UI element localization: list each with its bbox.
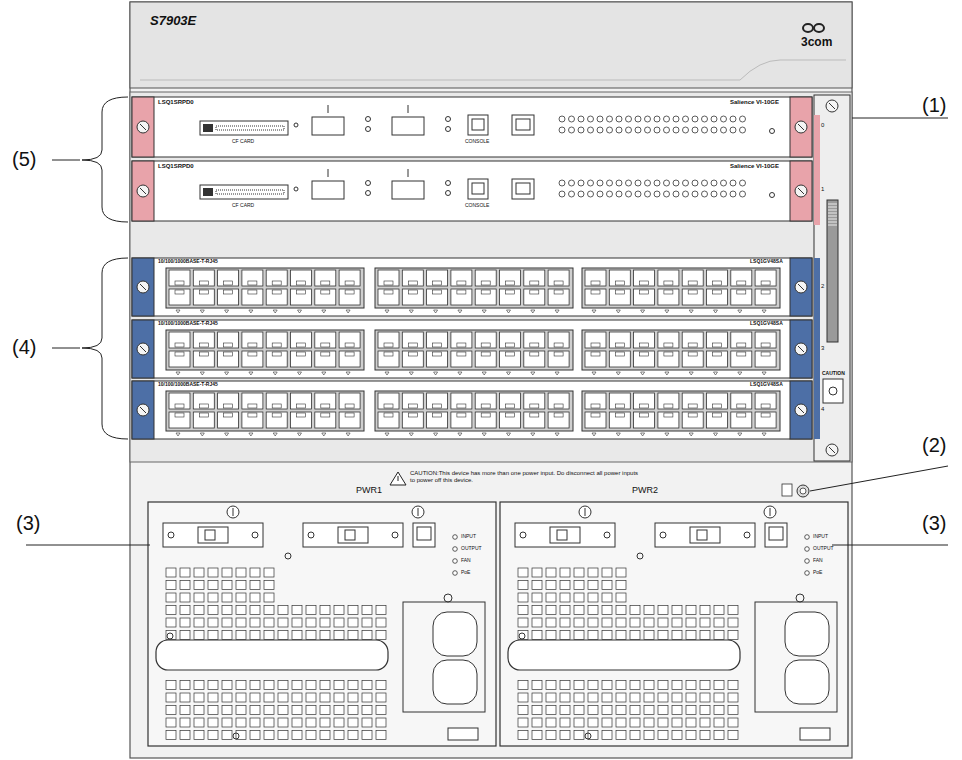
control-card xyxy=(132,161,812,221)
led-name: OUTPUT xyxy=(461,546,482,552)
led-name: INPUT xyxy=(813,534,828,540)
card-model: LSQ1SRPD0 xyxy=(158,163,194,170)
led-name: FAN xyxy=(813,558,823,564)
ground-terminal xyxy=(782,484,809,497)
callout-number: (1) xyxy=(922,94,946,116)
slot-number: 2 xyxy=(821,283,824,290)
caution-sign xyxy=(390,472,406,485)
logo-mark xyxy=(803,24,824,32)
card-name: Salience VI-10GE xyxy=(730,99,779,106)
caution-tag: CAUTION xyxy=(822,371,845,377)
card-model: LSQ1GV48SA xyxy=(750,382,783,388)
slot-name: PWR2 xyxy=(632,486,658,496)
card-cage xyxy=(130,92,852,462)
caution-note: CAUTION:This device has more than one po… xyxy=(410,470,640,483)
slot-number: 4 xyxy=(821,406,824,413)
callout-number: (3) xyxy=(922,512,946,534)
leader-lines xyxy=(26,97,948,545)
top-plate xyxy=(130,2,852,88)
card-model: LSQ1SRPD0 xyxy=(158,99,194,106)
led-name: FAN xyxy=(461,558,471,564)
chassis-body xyxy=(130,2,852,758)
card-type: 10/100/1000BASE-T-RJ45 xyxy=(158,321,218,327)
slot-number: 3 xyxy=(821,345,824,352)
callout-number: (5) xyxy=(12,148,36,170)
slot-number: 1 xyxy=(821,186,824,193)
top-plate-line xyxy=(140,60,846,80)
card-type: 10/100/1000BASE-T-RJ45 xyxy=(158,259,218,265)
card-name: Salience VI-10GE xyxy=(730,163,779,170)
power-supply xyxy=(500,502,848,746)
port-name: CONSOLE xyxy=(465,139,489,145)
right-panel xyxy=(814,95,850,461)
port-name: CONSOLE xyxy=(465,203,489,209)
port-name: CF CARD xyxy=(232,139,254,145)
card-type: 10/100/1000BASE-T-RJ45 xyxy=(158,382,218,388)
callout-number: (2) xyxy=(922,434,946,456)
callout-number: (3) xyxy=(16,512,40,534)
cards xyxy=(132,97,812,439)
slot-number: 0 xyxy=(821,122,824,129)
model-name: S7903E xyxy=(150,14,196,28)
power-supplies xyxy=(148,502,848,746)
card-model: LSQ1GV48SA xyxy=(750,259,783,265)
line-card xyxy=(132,320,812,378)
power-supply xyxy=(148,502,496,746)
led-name: PoE xyxy=(461,570,470,576)
card-model: LSQ1GV48SA xyxy=(750,321,783,327)
control-card xyxy=(132,97,812,157)
callout-number: (4) xyxy=(12,336,36,358)
led-name: INPUT xyxy=(461,534,476,540)
led-name: OUTPUT xyxy=(813,546,834,552)
slot-name: PWR1 xyxy=(356,486,382,496)
led-name: PoE xyxy=(813,570,822,576)
brand-logo: 3com xyxy=(801,36,832,49)
line-card xyxy=(132,258,812,316)
port-name: CF CARD xyxy=(232,203,254,209)
line-card xyxy=(132,381,812,439)
